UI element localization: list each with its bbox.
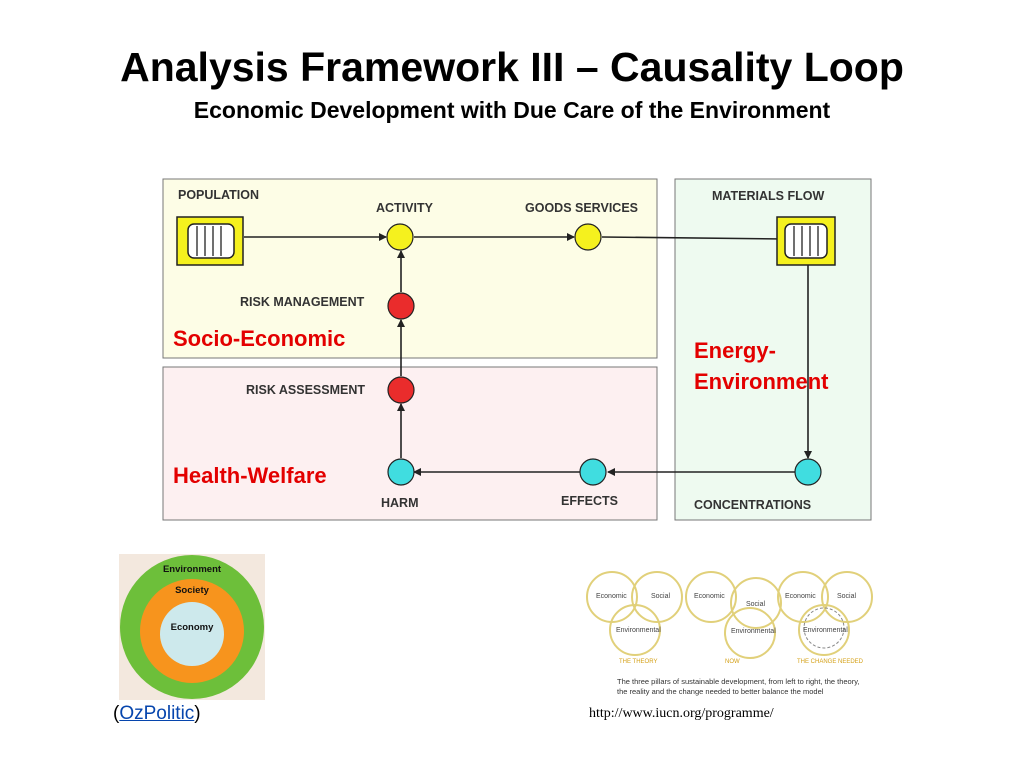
- goods-services-label: GOODS SERVICES: [525, 201, 638, 215]
- socio-economic-label: Socio-Economic: [173, 326, 345, 351]
- environment-label: Environment: [163, 564, 222, 575]
- pillars-now: [685, 571, 782, 659]
- harm-node: [387, 458, 415, 486]
- pillar-label-economic-2: Economic: [694, 593, 725, 600]
- harm-label: HARM: [381, 496, 419, 510]
- pillar-caption-theory: THE THEORY: [619, 659, 657, 665]
- causal-links: [244, 233, 812, 476]
- pillar-caption-now: NOW: [725, 659, 740, 665]
- risk-management-label: RISK MANAGEMENT: [240, 295, 365, 309]
- effects-label: EFFECTS: [561, 494, 618, 508]
- ozpolitic-link[interactable]: OzPolitic: [119, 703, 195, 724]
- health-welfare-label: Health-Welfare: [173, 463, 327, 488]
- population-label: POPULATION: [178, 188, 259, 202]
- risk-assessment-label: RISK ASSESSMENT: [246, 383, 365, 397]
- caption-open-paren: (: [113, 703, 120, 724]
- economy-label: Economy: [171, 622, 214, 633]
- pillar-caption-change: THE CHANGE NEEDED: [797, 659, 864, 665]
- source-caption: (OzPolitic): [113, 703, 201, 725]
- energy-environment-label-line2: Environment: [694, 369, 829, 394]
- activity-node: [386, 223, 414, 251]
- risk-management-node: [387, 292, 415, 320]
- effects-node: [579, 458, 607, 486]
- sustainability-circles: Environment Society Economy: [119, 554, 265, 700]
- energy-environment-label-line1: Energy-: [694, 338, 776, 363]
- economy-core: [160, 602, 224, 666]
- pillar-label-economic-3: Economic: [785, 593, 816, 600]
- socio-economic-region: [162, 178, 658, 359]
- society-label: Society: [175, 585, 210, 596]
- pillars-change-needed: [777, 571, 873, 656]
- caption-close-paren: ): [194, 703, 201, 724]
- pillar-label-social-2: Social: [746, 601, 766, 608]
- activity-label: ACTIVITY: [376, 201, 434, 215]
- materials-flow-stock: [776, 216, 836, 266]
- pillar-label-economic-1: Economic: [596, 593, 627, 600]
- pillar-label-environmental-3: Environmental: [803, 627, 848, 634]
- page-subtitle: Economic Development with Due Care of th…: [193, 97, 831, 123]
- concentrations-label: CONCENTRATIONS: [694, 498, 811, 512]
- population-stock: [176, 216, 244, 266]
- pillars-theory: [586, 571, 683, 656]
- pillar-label-environmental-2: Environmental: [731, 628, 776, 635]
- energy-environment-region: [674, 178, 872, 521]
- iucn-url: http://www.iucn.org/programme/: [589, 706, 774, 721]
- pillar-label-social-1: Social: [651, 593, 671, 600]
- materials-flow-label: MATERIALS FLOW: [712, 189, 824, 203]
- goods-services-node: [574, 223, 602, 251]
- pillars-figure: [586, 571, 873, 659]
- pillar-label-environmental-1: Environmental: [616, 627, 661, 634]
- pillar-label-social-3: Social: [837, 593, 857, 600]
- page-title: Analysis Framework III – Causality Loop: [120, 44, 904, 90]
- pillars-note-line2: the reality and the change needed to bet…: [617, 687, 824, 696]
- risk-assessment-node: [387, 376, 415, 404]
- pillars-note-line1: The three pillars of sustainable develop…: [617, 677, 860, 686]
- concentrations-node: [794, 458, 822, 486]
